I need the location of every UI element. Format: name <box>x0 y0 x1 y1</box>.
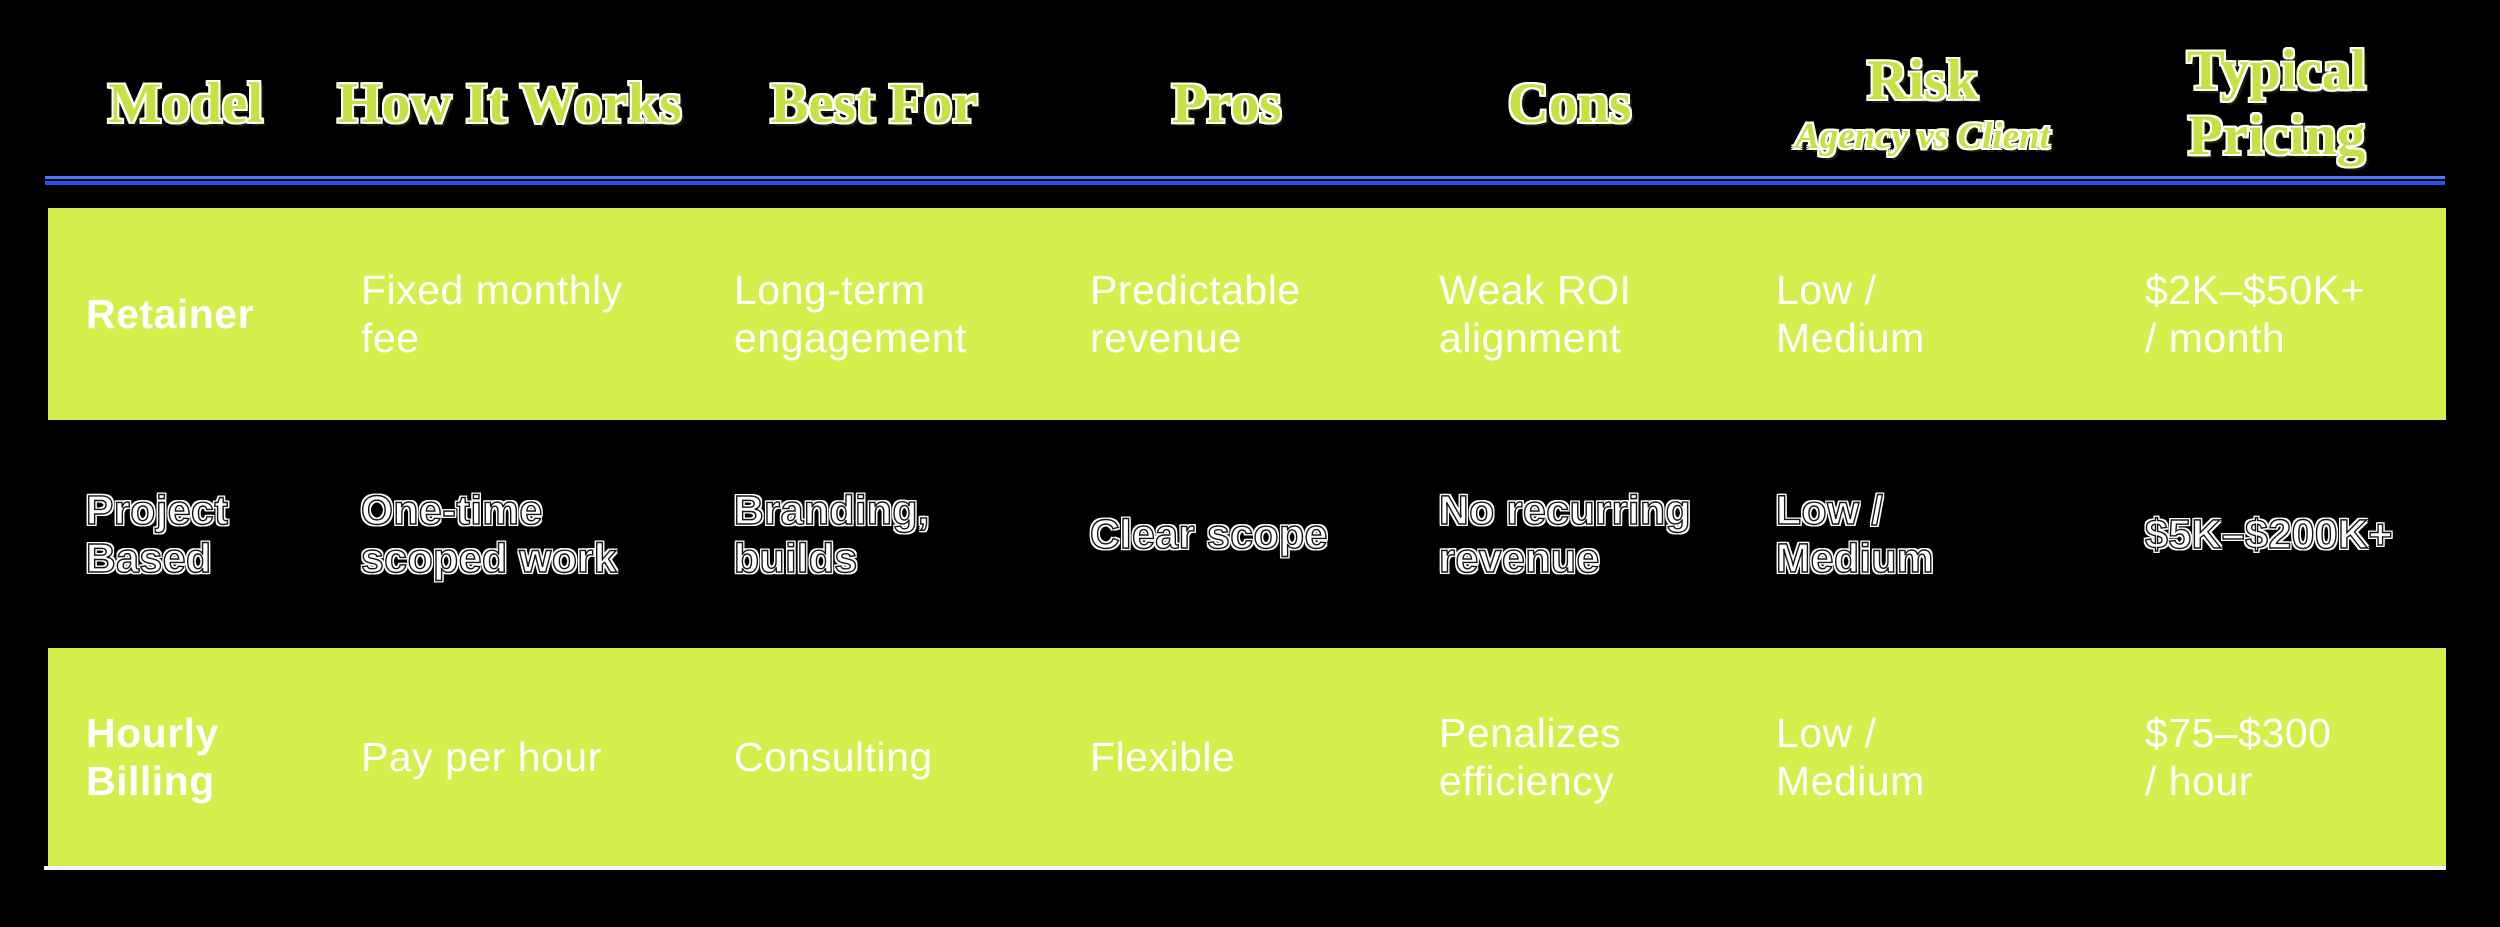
cell-text: Low / Medium <box>1776 266 1925 361</box>
table-row-retainer: Retainer Fixed monthly fee Long-term eng… <box>48 208 2446 420</box>
cell-typical-pricing: $2K–$50K+ / month <box>2107 208 2446 420</box>
cell-pros: Predictable revenue <box>1052 208 1401 420</box>
cell-typical-pricing: $5K–$200K+ <box>2107 420 2446 648</box>
cell-best-for: Consulting <box>696 648 1052 866</box>
cell-model: Project Based <box>48 420 323 648</box>
cell-cons: Weak ROI alignment <box>1401 208 1738 420</box>
column-header-label: Model <box>107 71 264 135</box>
cell-cons: No recurring revenue <box>1401 420 1738 648</box>
column-header-typical-pricing: Typical Pricing <box>2107 28 2446 178</box>
column-header-label: Pros <box>1171 71 1282 135</box>
cell-risk: Low / Medium <box>1738 420 2107 648</box>
cell-typical-pricing: $75–$300 / hour <box>2107 648 2446 866</box>
cell-text: Predictable revenue <box>1090 266 1301 361</box>
cell-text: Consulting <box>734 733 933 780</box>
cell-text: One-time scoped work <box>360 486 618 582</box>
cell-text: Fixed monthly fee <box>361 266 623 361</box>
column-header-label: Typical Pricing <box>2186 39 2367 167</box>
cell-text: Low / Medium <box>1775 486 1934 582</box>
cell-model: Hourly Billing <box>48 648 323 866</box>
cell-text: Branding, builds <box>733 486 930 582</box>
cell-text: Long-term engagement <box>734 266 967 361</box>
cell-text: $2K–$50K+ / month <box>2145 266 2365 361</box>
cell-text: $75–$300 / hour <box>2145 709 2332 804</box>
column-header-label: How It Works <box>337 71 682 135</box>
column-header-best-for: Best For <box>696 28 1052 178</box>
cell-text: Project Based <box>85 486 229 582</box>
column-header-how-it-works: How It Works <box>323 28 696 178</box>
table-header-row: Model How It Works Best For Pros Cons Ri… <box>48 28 2446 178</box>
table-row-hourly-billing: Hourly Billing Pay per hour Consulting F… <box>48 648 2446 866</box>
table-bottom-line <box>44 866 2446 870</box>
cell-how-it-works: Fixed monthly fee <box>323 208 696 420</box>
cell-text: $5K–$200K+ <box>2144 510 2393 557</box>
cell-how-it-works: One-time scoped work <box>323 420 696 648</box>
table-row-project-based: Project Based One-time scoped work Brand… <box>48 420 2446 648</box>
cell-pros: Flexible <box>1052 648 1401 866</box>
cell-pros: Clear scope <box>1052 420 1401 648</box>
cell-text: Penalizes efficiency <box>1439 709 1622 804</box>
cell-text: Hourly Billing <box>86 709 219 804</box>
cell-text: Pay per hour <box>361 733 602 780</box>
column-header-risk-sublabel: Agency vs Client <box>1795 116 2050 157</box>
cell-text: Retainer <box>86 290 255 337</box>
cell-text: Flexible <box>1090 733 1236 780</box>
cell-how-it-works: Pay per hour <box>323 648 696 866</box>
column-header-label: Cons <box>1507 71 1632 135</box>
header-divider-line <box>45 176 2445 185</box>
cell-text: Clear scope <box>1089 510 1328 557</box>
column-header-risk: Risk Agency vs Client <box>1738 28 2107 178</box>
column-header-pros: Pros <box>1052 28 1401 178</box>
cell-text: No recurring revenue <box>1438 486 1692 582</box>
column-header-label: Best For <box>770 71 978 135</box>
cell-cons: Penalizes efficiency <box>1401 648 1738 866</box>
cell-risk: Low / Medium <box>1738 648 2107 866</box>
cell-text: Low / Medium <box>1776 709 1925 804</box>
cell-best-for: Long-term engagement <box>696 208 1052 420</box>
cell-text: Weak ROI alignment <box>1439 266 1632 361</box>
column-header-label: Risk <box>1867 49 1978 112</box>
cell-risk: Low / Medium <box>1738 208 2107 420</box>
column-header-model: Model <box>48 28 323 178</box>
column-header-cons: Cons <box>1401 28 1738 178</box>
cell-best-for: Branding, builds <box>696 420 1052 648</box>
cell-model: Retainer <box>48 208 323 420</box>
